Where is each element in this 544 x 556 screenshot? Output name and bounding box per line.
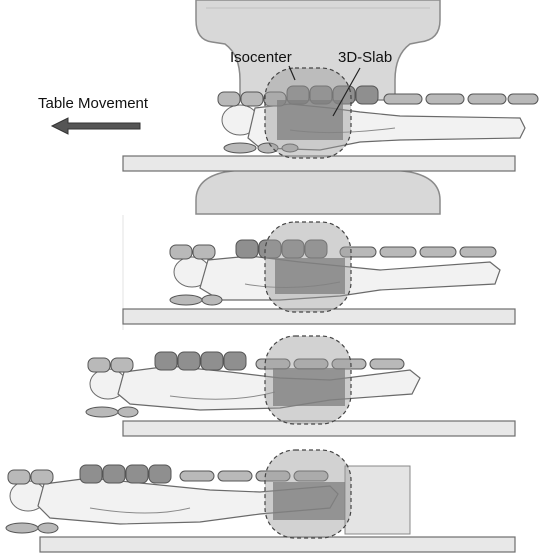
patient-body (90, 366, 420, 410)
table-movement-arrow (52, 118, 140, 134)
table-movement-label: Table Movement (38, 95, 149, 112)
patient-table (123, 156, 515, 171)
panel-2 (123, 215, 515, 330)
panel-4 (6, 450, 515, 552)
panel-3 (86, 336, 515, 436)
3d-slab (273, 368, 345, 406)
isocenter-label: Isocenter (230, 49, 292, 66)
magnet-lower-half (196, 170, 440, 214)
3d-slab-label: 3D-Slab (338, 49, 392, 66)
3d-slab (277, 100, 343, 140)
scanned-volume (345, 466, 410, 534)
patient-table (40, 537, 515, 552)
3d-slab (275, 258, 345, 294)
panel-1: Isocenter 3D-Slab Table Movement (38, 0, 538, 214)
3d-slab (273, 482, 345, 520)
